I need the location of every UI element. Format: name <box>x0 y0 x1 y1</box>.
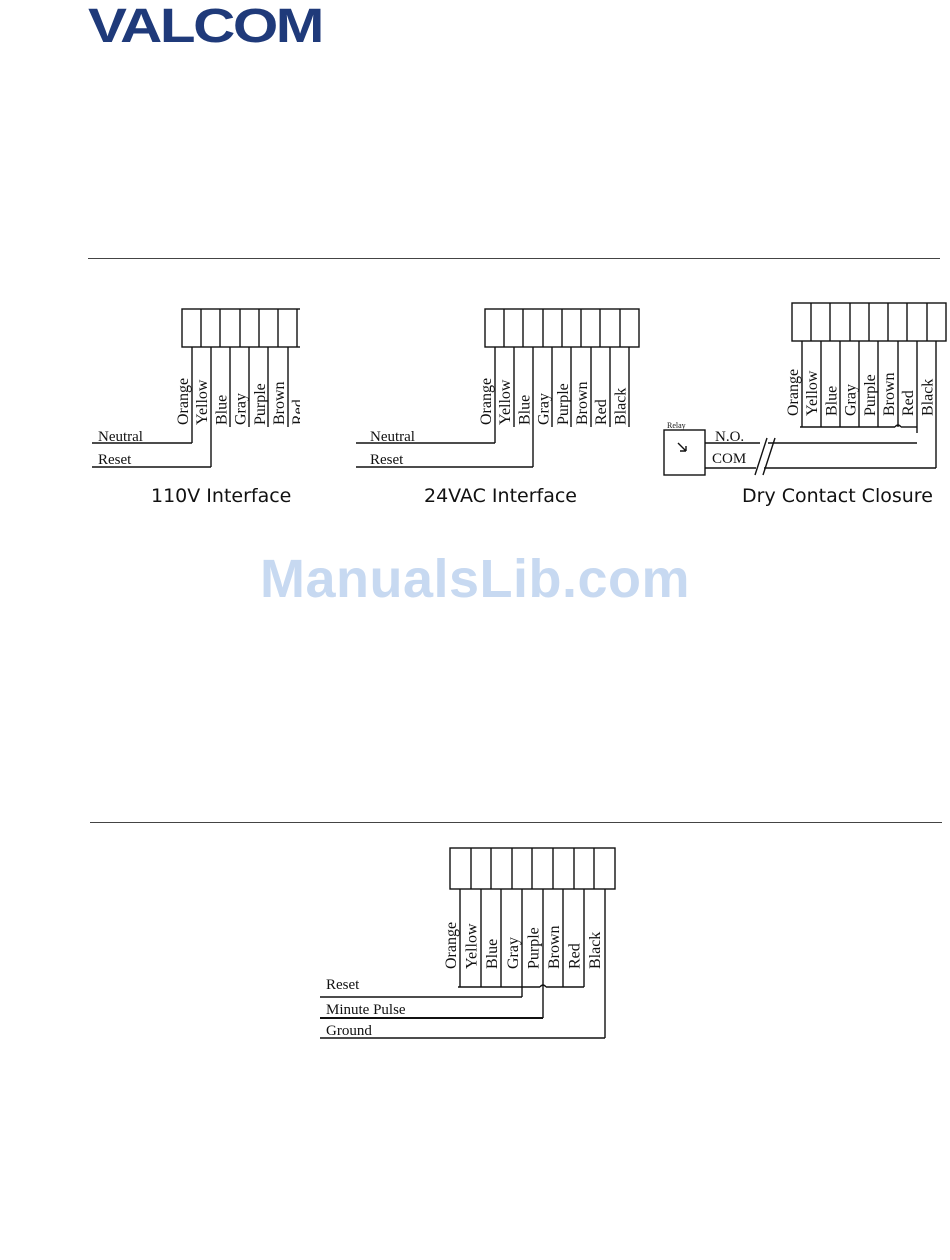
valcom-logo-text: VALCOM <box>88 2 322 46</box>
wire-label-brown: Brown <box>574 381 591 425</box>
signal-label: Reset <box>326 977 360 993</box>
wire-label-blue: Blue <box>516 395 533 425</box>
signal-label: Minute Pulse <box>326 1002 406 1018</box>
wire-label-red: Red <box>290 399 300 425</box>
wire-label-red: Red <box>567 943 584 969</box>
signal-label: Neutral <box>370 429 415 445</box>
wire-label-blue: Blue <box>484 939 501 969</box>
wire-label-red: Red <box>900 390 917 416</box>
signal-label: Ground <box>326 1023 372 1039</box>
wire-label-gray: Gray <box>843 384 860 416</box>
terminal-block <box>181 308 300 348</box>
signal-label: Reset <box>98 452 132 468</box>
watermark: ManualsLib.com <box>259 549 691 609</box>
valcom-logo-mark: VALCOM <box>88 0 324 53</box>
wire-label-gray: Gray <box>233 393 250 425</box>
wire-label-red: Red <box>593 399 610 425</box>
wire-label-orange: Orange <box>478 378 495 425</box>
signal-label: COM <box>712 451 746 467</box>
wire-label-purple: Purple <box>862 374 879 416</box>
relay-box <box>663 429 706 476</box>
diagram-110v-interface: OrangeYellowBlueGrayPurpleBrownRedBlack … <box>92 308 300 507</box>
diagram-caption: Dry Contact Closure <box>742 485 933 507</box>
wire-label-yellow: Yellow <box>194 379 211 425</box>
signal-label: N.O. <box>715 429 744 445</box>
wire-label-yellow: Yellow <box>804 370 821 416</box>
break-mark <box>762 437 776 476</box>
relay-label: Relay <box>667 421 686 430</box>
signal-label: Reset <box>370 452 404 468</box>
wire-label-brown: Brown <box>546 925 563 969</box>
section-divider-top <box>88 258 940 259</box>
wire-label-black: Black <box>919 379 936 416</box>
wire-label-brown: Brown <box>271 381 288 425</box>
break-mark <box>754 437 768 476</box>
wire-label-blue: Blue <box>823 386 840 416</box>
wire-label-yellow: Yellow <box>464 923 481 969</box>
wire-label-gray: Gray <box>505 937 522 969</box>
wire-label-brown: Brown <box>881 372 898 416</box>
signal-label: Neutral <box>98 429 143 445</box>
diagram-caption: 110V Interface <box>151 485 291 507</box>
wire-label-orange: Orange <box>443 922 460 969</box>
wire-label-black: Black <box>612 388 629 425</box>
wire-label-orange: Orange <box>175 378 192 425</box>
wire-label-gray: Gray <box>536 393 553 425</box>
wire-label-blue: Blue <box>213 395 230 425</box>
diagram-caption: 24VAC Interface <box>424 485 577 507</box>
section-divider-bottom <box>90 822 942 823</box>
wire-label-purple: Purple <box>252 383 269 425</box>
relay-contact-icon <box>677 442 687 452</box>
valcom-logo: VALCOM <box>88 0 324 53</box>
wire-label-black: Black <box>587 932 604 969</box>
wire-label-yellow: Yellow <box>497 379 514 425</box>
wire-label-purple: Purple <box>555 383 572 425</box>
wire-label-orange: Orange <box>785 369 802 416</box>
wire-label-purple: Purple <box>525 927 542 969</box>
